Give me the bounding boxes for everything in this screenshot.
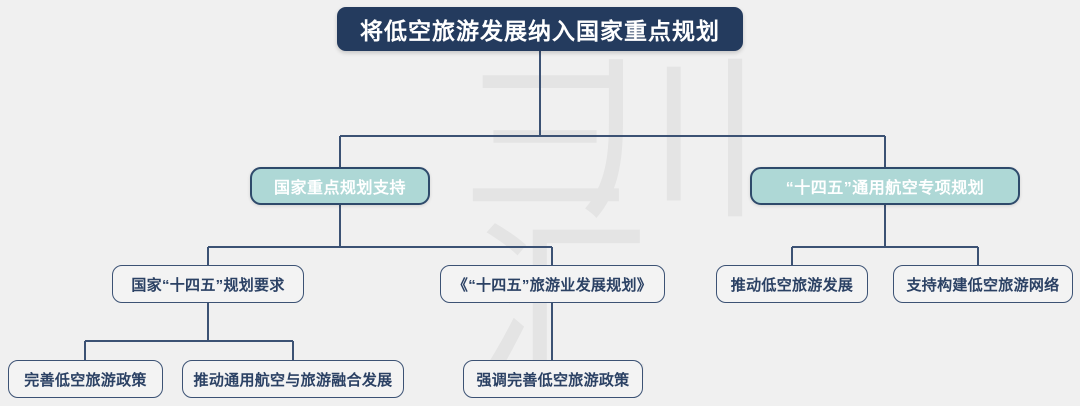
- node-level3-promote-low-altitude-tourism[interactable]: 推动低空旅游发展: [716, 265, 868, 303]
- node-level2-aviation-special-plan[interactable]: “十四五”通用航空专项规划: [750, 167, 1020, 205]
- node-level2-national-plan-support[interactable]: 国家重点规划支持: [250, 167, 430, 205]
- watermark-char-2: 川: [580, 33, 762, 245]
- watermark-char-1: 三: [462, 44, 630, 240]
- node-level4-emphasize-improve-policy[interactable]: 强调完善低空旅游政策: [463, 360, 643, 398]
- node-level3-tourism-development-plan[interactable]: 《“十四五”旅游业发展规划》: [440, 265, 665, 303]
- node-level4-promote-aviation-tourism-integration[interactable]: 推动通用航空与旅游融合发展: [182, 360, 404, 398]
- node-level3-support-tourism-network[interactable]: 支持构建低空旅游网络: [893, 265, 1073, 303]
- node-level3-national-14th-plan-requirement[interactable]: 国家“十四五”规划要求: [112, 265, 304, 303]
- node-root[interactable]: 将低空旅游发展纳入国家重点规划: [337, 7, 743, 51]
- node-level4-improve-policy[interactable]: 完善低空旅游政策: [8, 360, 163, 398]
